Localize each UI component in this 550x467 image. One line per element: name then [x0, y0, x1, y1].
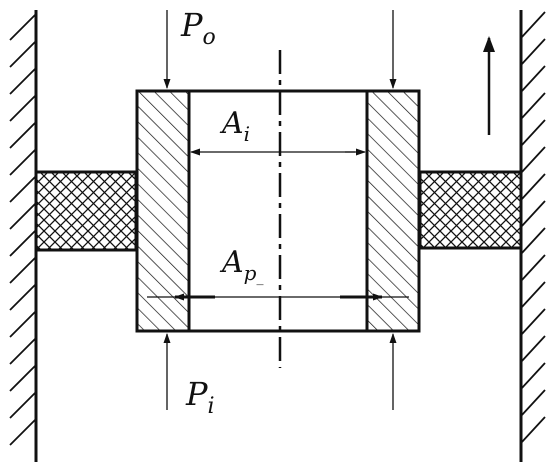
right-wall: [519, 10, 546, 462]
left-wall: [9, 10, 38, 462]
label-p-outer: Po: [180, 6, 216, 50]
label-area-inner: Ai: [219, 106, 250, 146]
piston-right-wall-section: [367, 91, 419, 331]
left-seal: [34, 170, 138, 252]
label-area-piston: Ap_: [219, 245, 263, 286]
piston: [135, 89, 421, 333]
pressure-arrows-bottom: [163, 333, 397, 410]
pressure-arrows-top: [163, 10, 397, 89]
right-seal: [418, 170, 523, 250]
piston-outline: [135, 89, 421, 333]
piston-left-wall-section: [137, 91, 189, 331]
label-p-inner: Pi: [185, 375, 215, 419]
